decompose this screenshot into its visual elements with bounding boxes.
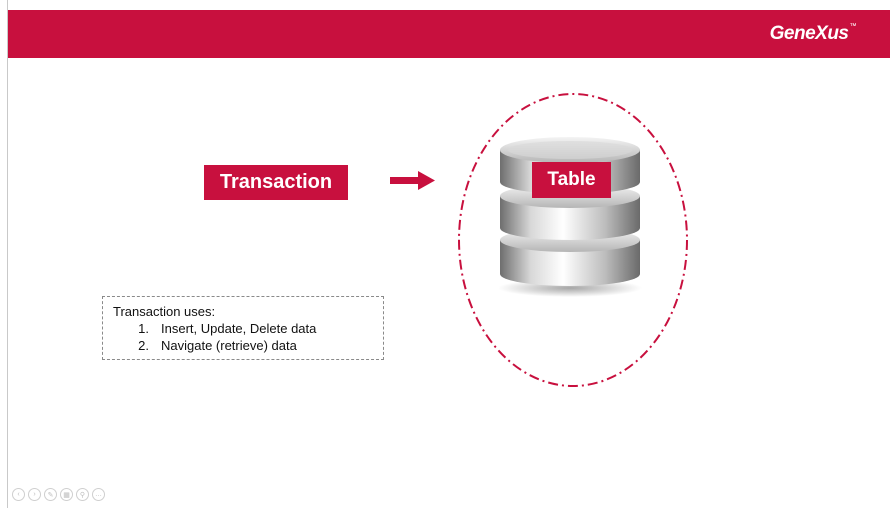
- note-title: Transaction uses:: [113, 304, 216, 319]
- transaction-uses-note: Transaction uses: 1. Insert, Update, Del…: [102, 296, 384, 360]
- slides-icon[interactable]: ▦: [60, 488, 73, 501]
- more-icon[interactable]: …: [92, 488, 105, 501]
- slideshow-controls: ‹ › ✎ ▦ ⚲ …: [12, 488, 105, 501]
- pen-icon[interactable]: ✎: [44, 488, 57, 501]
- transaction-label: Transaction: [204, 165, 348, 200]
- list-item: 2. Navigate (retrieve) data: [113, 337, 373, 354]
- right-arrow-icon: [390, 171, 435, 190]
- table-label: Table: [532, 162, 611, 198]
- list-number: 1.: [138, 321, 149, 336]
- zoom-icon[interactable]: ⚲: [76, 488, 89, 501]
- header-bar: GeneXus™: [8, 10, 890, 58]
- brand-name: GeneXus: [769, 23, 849, 44]
- slide-border: [7, 0, 8, 508]
- list-text: Insert, Update, Delete data: [161, 321, 317, 336]
- next-icon[interactable]: ›: [28, 488, 41, 501]
- trademark-mark: ™: [849, 23, 857, 30]
- list-text: Navigate (retrieve) data: [161, 338, 297, 353]
- list-number: 2.: [138, 338, 149, 353]
- highlight-ellipse: [458, 93, 688, 387]
- list-item: 1. Insert, Update, Delete data: [113, 320, 373, 337]
- previous-icon[interactable]: ‹: [12, 488, 25, 501]
- genexus-logo: GeneXus™: [769, 23, 857, 45]
